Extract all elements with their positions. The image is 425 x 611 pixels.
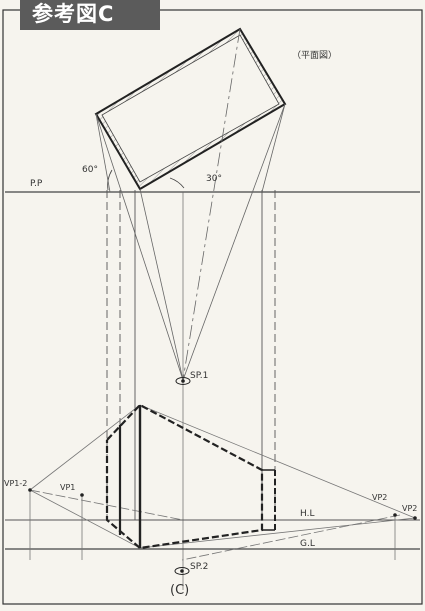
vp2-label: VP2 [372,493,387,502]
vanishing-rays [29,404,416,561]
sp2-label: SP.2 [190,562,208,572]
vp2-2-label: VP2 [402,504,417,513]
vp1-label: VP1 [60,483,75,492]
angle-arcs [107,169,185,191]
plan-view-rectangle [94,27,287,191]
sp1-label: SP.1 [190,371,208,381]
plan-projection-rays [95,28,286,590]
sp2-eye-symbol [174,567,190,575]
diagram-caption: (C) [170,583,189,598]
plan-view-label: （平面図） [292,50,337,61]
horizon-label: H.L [300,509,314,519]
figure-tag: 参考図C [20,0,160,30]
picture-plane-label: P.P [30,179,43,189]
vp1-2-label: VP1-2 [4,479,27,488]
angle-30-label: 30° [206,174,222,184]
ground-label: G.L [300,539,315,549]
vanishing-point-marks [28,488,417,520]
sheet-border [2,9,423,605]
sp1-eye-symbol [175,377,191,385]
angle-60-label: 60° [82,165,98,175]
perspective-box [105,403,276,550]
vertical-projectors [106,190,276,520]
